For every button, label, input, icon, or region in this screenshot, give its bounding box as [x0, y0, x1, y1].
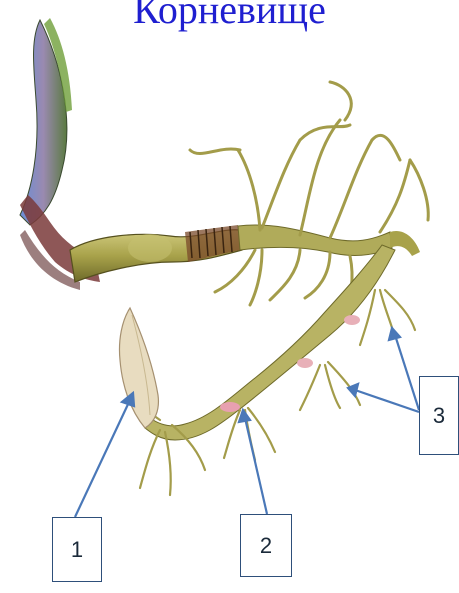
bud-upper	[344, 315, 360, 325]
rhizome-young-lower	[130, 245, 415, 495]
arrow-1	[75, 400, 130, 517]
bud-apical	[220, 402, 240, 412]
arrow-2	[245, 418, 267, 514]
label-box-2: 2	[240, 514, 292, 577]
arrow-3b	[395, 335, 419, 410]
arrow-3a	[355, 390, 419, 412]
arrow-3b-head	[389, 328, 400, 340]
arrow-2-head	[239, 410, 250, 422]
rhizome-old-segment	[70, 225, 242, 282]
label-box-1: 1	[52, 517, 102, 582]
label-box-3: 3	[419, 376, 459, 455]
rhizome-young-upper	[190, 82, 428, 310]
bud-middle	[297, 358, 313, 368]
